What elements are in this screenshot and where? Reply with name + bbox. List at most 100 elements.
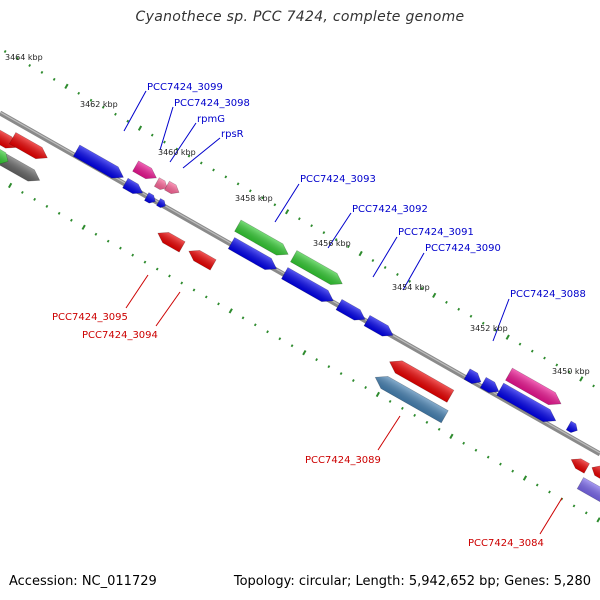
minor-tick bbox=[347, 245, 350, 249]
gene-arrow-shading bbox=[479, 376, 500, 393]
minor-tick bbox=[57, 211, 61, 215]
gene-arrow[interactable] bbox=[72, 144, 126, 183]
gene-arrow[interactable] bbox=[0, 148, 11, 167]
gene-arrow[interactable] bbox=[132, 160, 160, 183]
minor-tick bbox=[241, 316, 245, 320]
major-tick bbox=[375, 391, 380, 398]
minor-tick bbox=[77, 91, 81, 95]
gene-arrow[interactable] bbox=[186, 246, 217, 271]
genes-label: Genes: bbox=[504, 574, 554, 589]
label-leader-line bbox=[182, 137, 221, 169]
minor-tick bbox=[518, 342, 522, 346]
gene-label-forward[interactable]: PCC7424_3091 bbox=[398, 227, 474, 238]
gene-label-forward[interactable]: PCC7424_3090 bbox=[425, 243, 501, 254]
minor-tick bbox=[499, 462, 502, 466]
minor-tick bbox=[327, 365, 331, 369]
gene-label-forward[interactable]: PCC7424_3099 bbox=[147, 82, 223, 93]
major-tick bbox=[81, 224, 86, 230]
gene-arrow[interactable] bbox=[155, 228, 186, 253]
gene-arrow[interactable] bbox=[234, 219, 292, 260]
gene-arrow[interactable] bbox=[576, 477, 600, 506]
accession-label: Accession: bbox=[9, 574, 82, 589]
gene-arrow-shading bbox=[0, 112, 18, 149]
gene-arrow[interactable] bbox=[8, 132, 50, 163]
gene-arrow[interactable] bbox=[281, 267, 336, 307]
gene-label-reverse[interactable]: PCC7424_3094 bbox=[82, 330, 158, 341]
minor-tick bbox=[204, 295, 208, 299]
gene-label-forward[interactable]: PCC7424_3098 bbox=[174, 98, 250, 109]
minor-tick bbox=[396, 272, 399, 276]
major-tick bbox=[432, 292, 437, 299]
minor-tick bbox=[143, 260, 147, 264]
minor-tick bbox=[339, 372, 343, 376]
gene-arrow[interactable] bbox=[144, 192, 157, 206]
gene-label-forward[interactable]: rpsR bbox=[221, 129, 244, 140]
gene-label-forward[interactable]: PCC7424_3092 bbox=[352, 204, 428, 215]
gene-arrow[interactable] bbox=[496, 382, 560, 427]
gene-arrow[interactable] bbox=[479, 376, 502, 396]
gene-arrow[interactable] bbox=[122, 177, 146, 197]
minor-tick bbox=[474, 448, 478, 452]
map-title: Cyanothece sp. PCC 7424, complete genome bbox=[135, 9, 465, 25]
gene-arrow[interactable] bbox=[156, 198, 168, 210]
minor-tick bbox=[155, 267, 159, 271]
gene-arrow[interactable] bbox=[227, 237, 280, 275]
minor-tick bbox=[40, 70, 44, 74]
label-leader-line bbox=[539, 497, 563, 535]
gene-arrow[interactable] bbox=[164, 180, 181, 197]
minor-tick bbox=[94, 232, 98, 236]
minor-tick bbox=[310, 224, 313, 228]
minor-tick bbox=[469, 314, 473, 318]
gene-arrow[interactable] bbox=[505, 367, 564, 410]
minor-tick bbox=[486, 455, 490, 459]
major-tick bbox=[137, 125, 143, 131]
gene-arrow-shading bbox=[576, 477, 600, 503]
gene-arrow[interactable] bbox=[565, 420, 580, 435]
gene-label-reverse[interactable]: PCC7424_3084 bbox=[468, 538, 544, 549]
gene-arrow[interactable] bbox=[463, 368, 484, 387]
minor-tick bbox=[401, 406, 404, 410]
gene-arrow-shading bbox=[153, 177, 168, 190]
minor-tick bbox=[217, 302, 220, 306]
minor-tick bbox=[187, 154, 191, 158]
gene-arrow[interactable] bbox=[290, 250, 345, 290]
gene-label-forward[interactable]: PCC7424_3088 bbox=[510, 289, 586, 300]
label-leader-line bbox=[327, 212, 352, 249]
separator: ; bbox=[346, 574, 356, 589]
minor-tick bbox=[45, 204, 49, 208]
minor-tick bbox=[290, 344, 294, 348]
gene-arrow[interactable] bbox=[0, 112, 20, 153]
gene-arrow[interactable] bbox=[153, 177, 169, 193]
minor-tick bbox=[114, 112, 117, 116]
gene-arrow[interactable] bbox=[335, 298, 368, 324]
topology-label: Topology: bbox=[233, 574, 299, 589]
gene-arrow-shading bbox=[234, 219, 289, 256]
tick-label: 3462 kbp bbox=[80, 100, 118, 109]
minor-tick bbox=[278, 337, 282, 341]
tick-label: 3464 kbp bbox=[5, 53, 43, 62]
major-tick bbox=[522, 475, 528, 481]
length-value: 5,942,652 bp bbox=[408, 574, 496, 589]
tick-label: 3450 kbp bbox=[552, 367, 590, 376]
major-tick bbox=[579, 376, 584, 382]
minor-tick bbox=[481, 321, 485, 325]
minor-tick bbox=[445, 300, 448, 304]
gene-arrow-shading bbox=[188, 250, 217, 271]
minor-tick bbox=[543, 356, 546, 360]
gene-label-forward[interactable]: PCC7424_3093 bbox=[300, 174, 376, 185]
gene-label-forward[interactable]: rpmG bbox=[197, 114, 225, 125]
minor-tick bbox=[315, 358, 318, 362]
gene-arrow[interactable] bbox=[386, 356, 455, 403]
gene-arrow[interactable] bbox=[589, 463, 600, 480]
gene-arrow[interactable] bbox=[363, 314, 396, 340]
gene-arrow[interactable] bbox=[568, 455, 590, 474]
label-leader-line bbox=[159, 106, 174, 151]
gene-arrow-shading bbox=[335, 298, 366, 321]
gene-label-reverse[interactable]: PCC7424_3089 bbox=[305, 455, 381, 466]
gene-label-reverse[interactable]: PCC7424_3095 bbox=[52, 312, 128, 323]
label-leader-line bbox=[155, 291, 181, 327]
tick-labels: 3464 kbp 3462 kbp 3460 kbp 3458 kbp 3456… bbox=[5, 53, 590, 376]
gene-arrow[interactable] bbox=[372, 371, 449, 424]
gene-arrow-shading bbox=[290, 250, 343, 285]
